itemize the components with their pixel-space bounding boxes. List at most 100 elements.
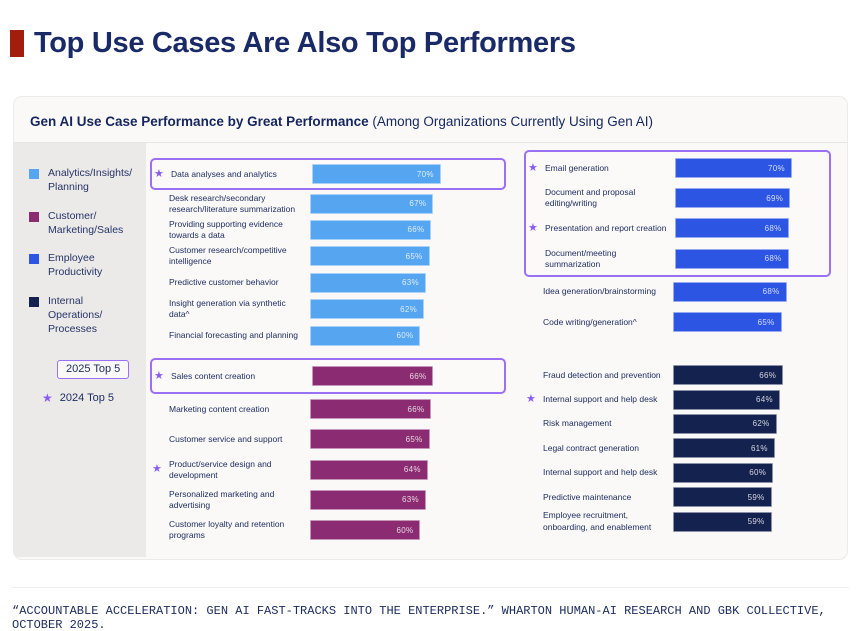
star-icon: ★ bbox=[152, 463, 162, 476]
bar: 62% bbox=[673, 413, 777, 434]
bar-label: Code writing/generation^ bbox=[543, 316, 637, 327]
bar-track: 68% bbox=[675, 248, 829, 269]
bar-value: 61% bbox=[750, 443, 768, 453]
bar-value: 70% bbox=[767, 163, 785, 173]
group-employee-productivity: ★ Email generation 70% Document and proposa… bbox=[522, 145, 841, 349]
bar: 68% bbox=[675, 218, 789, 239]
legend-swatch bbox=[29, 169, 39, 179]
legend-swatch bbox=[29, 211, 39, 222]
bar-row: Desk research/secondary research/literat… bbox=[152, 190, 516, 216]
bar-value: 70% bbox=[416, 169, 434, 179]
bar-track: 66% bbox=[310, 399, 516, 420]
bar-value: 64% bbox=[755, 395, 773, 405]
bar: 67% bbox=[310, 193, 434, 214]
bar-row: Customer research/competitive intelligen… bbox=[152, 243, 516, 269]
bar-row: Predictive maintenance 59% bbox=[526, 485, 841, 509]
bar-row: Document and proposal editing/writing 69% bbox=[528, 183, 829, 213]
bar-label: Internal support and help desk bbox=[543, 394, 658, 405]
bar-value: 59% bbox=[747, 492, 765, 502]
bar-track: 60% bbox=[310, 325, 516, 346]
footer-citation: “ACCOUNTABLE ACCELERATION: GEN AI FAST-T… bbox=[12, 604, 826, 631]
bar-label: Marketing content creation bbox=[169, 403, 270, 414]
bar-track: 64% bbox=[310, 459, 516, 480]
bar-label: Legal contract generation bbox=[543, 442, 639, 453]
bar-row: Insight generation via synthetic data^ 62… bbox=[152, 296, 516, 322]
star-icon: ★ bbox=[526, 393, 536, 406]
group-customer-marketing-sales: ★ Sales content creation 66% Marketing cont… bbox=[148, 349, 516, 557]
bar-label: Providing supporting evidence towards a … bbox=[169, 218, 283, 240]
star-icon: ★ bbox=[528, 161, 538, 174]
bar-track: 67% bbox=[310, 193, 516, 214]
bar-row: ★ Sales content creation 66% bbox=[154, 361, 504, 391]
legend-swatch bbox=[29, 297, 39, 308]
bar-track: 66% bbox=[673, 365, 841, 386]
star-icon: ★ bbox=[154, 369, 164, 382]
bar-label: Customer research/competitive intelligen… bbox=[169, 245, 287, 267]
bar-label: Document and proposal editing/writing bbox=[545, 187, 636, 209]
bar-track: 66% bbox=[312, 366, 504, 387]
star-icon: ★ bbox=[154, 167, 164, 180]
bar: 66% bbox=[310, 399, 432, 420]
bar-track: 68% bbox=[673, 281, 841, 302]
bar-label: Sales content creation bbox=[171, 370, 256, 381]
bar-label: Insight generation via synthetic data^ bbox=[169, 298, 286, 320]
bar: 60% bbox=[310, 520, 421, 541]
bar: 65% bbox=[673, 312, 782, 333]
bar-value: 64% bbox=[403, 465, 421, 475]
bar-track: 62% bbox=[673, 413, 841, 434]
bar: 62% bbox=[310, 299, 425, 320]
bar-label: Employee recruitment, onboarding, and en… bbox=[543, 510, 652, 532]
bar: 66% bbox=[312, 366, 434, 387]
bar-label: Presentation and report creation bbox=[545, 222, 667, 233]
bar: 65% bbox=[310, 246, 430, 267]
bar-track: 70% bbox=[675, 158, 829, 179]
bar: 59% bbox=[673, 511, 772, 532]
bar-value: 69% bbox=[766, 193, 784, 203]
bar-value: 63% bbox=[401, 278, 419, 288]
bar-track: 64% bbox=[673, 389, 841, 410]
bar-label: Idea generation/brainstorming bbox=[543, 286, 656, 297]
bar-track: 65% bbox=[310, 246, 516, 267]
bar-label: Predictive maintenance bbox=[543, 491, 632, 502]
bar-row: Financial forecasting and planning 60% bbox=[152, 322, 516, 348]
legend-item-label: Internal Operations/ Processes bbox=[48, 295, 103, 335]
bar-label: Desk research/secondary research/literat… bbox=[169, 192, 296, 214]
legend-item-label: Employee Productivity bbox=[48, 252, 103, 279]
bar-track: 60% bbox=[673, 462, 841, 483]
bar: 70% bbox=[675, 158, 792, 179]
bar-track: 69% bbox=[675, 188, 829, 209]
bar-row: Code writing/generation^ 65% bbox=[526, 307, 841, 337]
bar-value: 66% bbox=[409, 371, 427, 381]
bar: 60% bbox=[310, 325, 421, 346]
bar: 66% bbox=[673, 365, 784, 386]
bar-label: Internal support and help desk bbox=[543, 467, 658, 478]
bar-value: 68% bbox=[764, 223, 782, 233]
bar-track: 65% bbox=[673, 312, 841, 333]
bar-track: 65% bbox=[310, 429, 516, 450]
bar-label: Financial forecasting and planning bbox=[169, 330, 299, 341]
bar-row: ★ Email generation 70% bbox=[528, 153, 829, 183]
bar-track: 61% bbox=[673, 438, 841, 459]
legend-item-label: Analytics/Insights/ Planning bbox=[48, 167, 133, 193]
bar-value: 59% bbox=[747, 517, 765, 527]
page-title: Top Use Cases Are Also Top Performers bbox=[34, 27, 576, 59]
bar-label: Email generation bbox=[545, 162, 609, 173]
top5-2025-outline-box: ★ Sales content creation 66% bbox=[150, 358, 506, 395]
bar-row: Providing supporting evidence towards a … bbox=[152, 217, 516, 243]
bar-value: 65% bbox=[405, 251, 423, 261]
bar: 66% bbox=[310, 219, 432, 240]
bar-value: 62% bbox=[752, 419, 770, 429]
bar-value: 62% bbox=[400, 304, 418, 314]
legend-2024-top5-label: 2024 Top 5 bbox=[59, 391, 115, 404]
title-accent-bar bbox=[10, 30, 24, 57]
bar-track: 63% bbox=[310, 489, 516, 510]
bar-label: Fraud detection and prevention bbox=[543, 369, 661, 380]
